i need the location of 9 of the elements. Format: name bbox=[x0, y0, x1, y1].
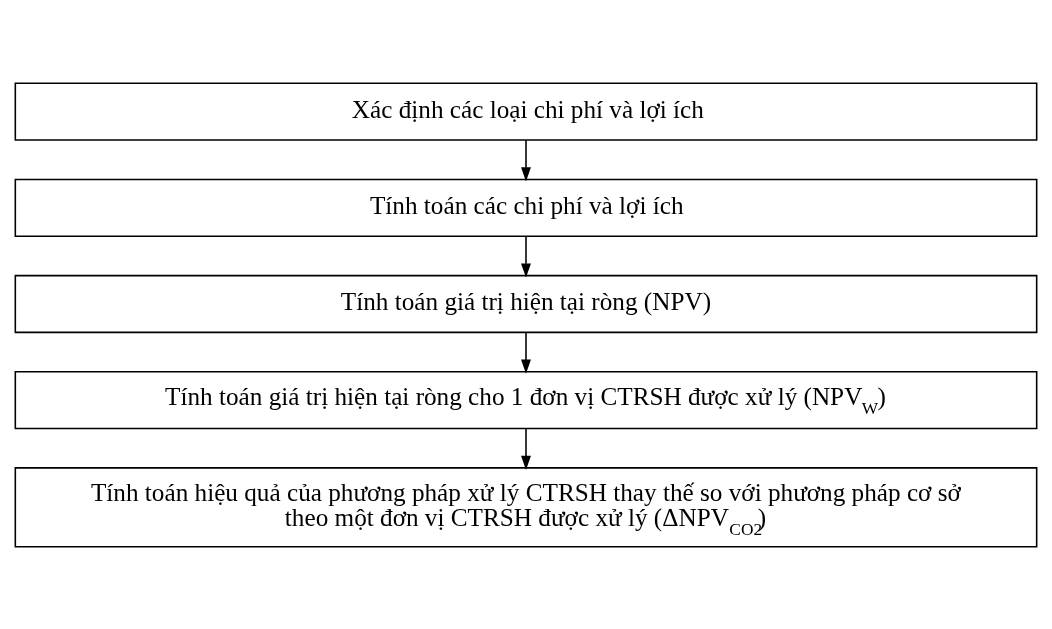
node-box: Tính toán hiệu quả của phương pháp xử lý CTRSH thay thế so với phương pháp cơ sở theo một đơn vị CTRSH được xử lý (ΔNPV$_{CO2}$) bbox=[14, 466, 1038, 547]
node-box: Xác định các loại chi phí và lợi ích bbox=[14, 82, 1038, 141]
arrow bbox=[521, 427, 531, 470]
arrow bbox=[521, 331, 531, 374]
node-box: Tính toán giá trị hiện tại ròng (NPV) bbox=[14, 274, 1038, 333]
arrow bbox=[521, 138, 531, 181]
arrow bbox=[521, 235, 531, 278]
node-box: Tính toán các chi phí và lợi ích bbox=[14, 178, 1038, 237]
node-box: Tính toán giá trị hiện tại ròng cho 1 đơn vị CTRSH được xử lý (NPV$_{W}$) bbox=[14, 370, 1038, 429]
